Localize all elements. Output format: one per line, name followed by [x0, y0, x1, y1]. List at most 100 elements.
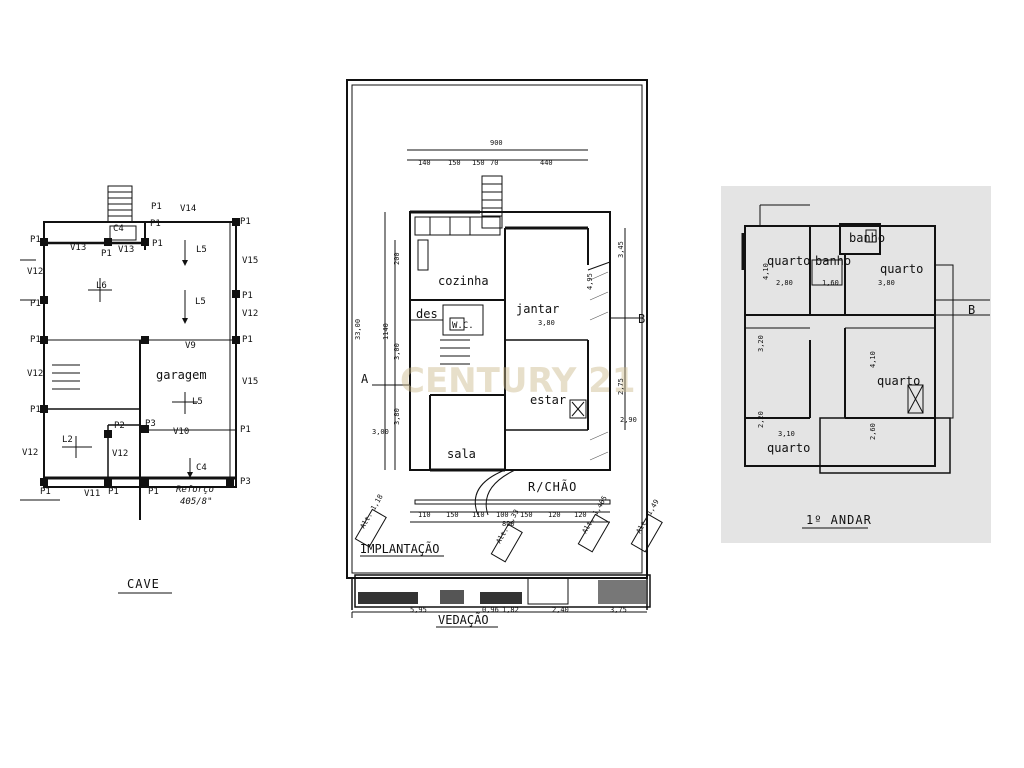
- dim-bottom: 110: [472, 511, 485, 519]
- dim-vedacao: 3,75: [610, 606, 627, 614]
- room-cozinha: cozinha: [438, 274, 489, 288]
- dim-left: 200: [393, 252, 401, 265]
- andar-dim: 1,60: [822, 279, 839, 287]
- section-a-label: A: [361, 372, 369, 386]
- andar-scan-background: [721, 186, 991, 543]
- cave-beam-label: V9: [185, 341, 196, 351]
- cave-beam-label: V12: [27, 369, 43, 379]
- cave-pillar-label: P1: [242, 291, 253, 301]
- cave-pillar-label: P1: [150, 219, 161, 229]
- cave-pillar-label: P1: [40, 487, 51, 497]
- cave-beam-label: V10: [173, 427, 189, 437]
- room-quarto: quarto: [880, 262, 923, 276]
- room-jantar: jantar: [516, 302, 559, 316]
- cave-note: Reforço: [176, 485, 214, 495]
- cave-slab-label: L2: [62, 435, 73, 445]
- andar-dim: 4,10: [762, 263, 770, 280]
- cave-beam-label: V15: [242, 377, 258, 387]
- rchao-plan: [346, 79, 663, 618]
- cave-pillar-label: P1: [108, 487, 119, 497]
- room-banho: banho: [849, 231, 885, 245]
- cave-slab-label: C4: [113, 224, 124, 234]
- dim-bottom: 150: [446, 511, 459, 519]
- dim-bottom: 150: [520, 511, 533, 519]
- dim-vedacao: 0,96: [482, 606, 499, 614]
- dim-right: 4,95: [586, 273, 594, 290]
- dim-top-total: 900: [490, 139, 503, 147]
- andar-dim: 4,10: [869, 351, 877, 368]
- dim-bottom: 100: [496, 511, 509, 519]
- dim-bottom: 120: [574, 511, 587, 519]
- andar-labels: quarto banho banho quarto quarto quarto …: [757, 231, 975, 527]
- andar-plan: [741, 204, 990, 474]
- cave-slab-label: C4: [196, 463, 207, 473]
- cave-pillar-label: P1: [148, 487, 159, 497]
- cave-slab-label: L5: [196, 245, 207, 255]
- dim-top: 70: [490, 159, 498, 167]
- cave-beam-label: V12: [242, 309, 258, 319]
- dim-bottom-total: 800: [502, 520, 515, 528]
- room-banho: banho: [815, 254, 851, 268]
- dim-vedacao: 5,95: [410, 606, 427, 614]
- cave-beam-label: V14: [180, 204, 196, 214]
- room-sala: sala: [447, 447, 476, 461]
- cave-beam-label: V12: [22, 448, 38, 458]
- andar-dim: 2,60: [869, 423, 877, 440]
- level-label: Alt. 1,18: [359, 493, 385, 530]
- cave-beam-label: V12: [27, 267, 43, 277]
- cave-title: CAVE: [127, 577, 160, 591]
- dim-bottom: 110: [418, 511, 431, 519]
- cave-pillar-label: P1: [152, 239, 163, 249]
- dim-right: 3,45: [617, 241, 625, 258]
- dim-bottom: 120: [548, 511, 561, 519]
- dim-top: 150: [472, 159, 485, 167]
- cave-pillar-label: P1: [242, 335, 253, 345]
- cave-pillar-label: P2: [114, 421, 125, 431]
- vedacao-label: VEDAÇÃO: [438, 612, 489, 627]
- cave-pillar-label: P1: [240, 217, 251, 227]
- cave-slab-label: L5: [195, 297, 206, 307]
- dim-top: 150: [448, 159, 461, 167]
- dim-top: 440: [540, 159, 553, 167]
- dim-left: 3,80: [393, 408, 401, 425]
- implantacao-label: IMPLANTAÇÃO: [360, 541, 439, 556]
- cave-pillar-label: P1: [30, 335, 41, 345]
- andar-dim: 3,80: [878, 279, 895, 287]
- room-quarto: quarto: [767, 441, 810, 455]
- cave-slab-label: L5: [192, 397, 203, 407]
- dim-vedacao: 1,82: [502, 606, 519, 614]
- cave-pillar-label: P3: [145, 419, 156, 429]
- andar-title: 1º ANDAR: [806, 513, 872, 527]
- dim-total-depth: 33,00: [354, 319, 362, 340]
- cave-note-value: 405/8": [180, 497, 213, 507]
- room-quarto: quarto: [877, 374, 920, 388]
- room-wc: W.C.: [452, 321, 474, 331]
- dim-right: 2,90: [620, 416, 637, 424]
- cave-pillar-label: P3: [240, 477, 251, 487]
- dim-vedacao: 2,40: [552, 606, 569, 614]
- cave-pillar-label: P1: [30, 299, 41, 309]
- room-des: des: [416, 307, 438, 321]
- dim-left: 3,00: [372, 428, 389, 436]
- cave-beam-label: V13: [70, 243, 86, 253]
- andar-dim: 3,20: [757, 335, 765, 352]
- cave-beam-label: V12: [112, 449, 128, 459]
- watermark: CENTURY 21: [400, 361, 636, 401]
- cave-plan: [20, 185, 240, 520]
- cave-pillar-label: P1: [240, 425, 251, 435]
- andar-dim: 3,10: [778, 430, 795, 438]
- dim-right: 2,75: [617, 378, 625, 395]
- cave-beam-label: V13: [118, 245, 134, 255]
- dim-left: 1140: [382, 323, 390, 340]
- cave-slab-label: L6: [96, 281, 107, 291]
- room-garagem: garagem: [156, 368, 207, 382]
- cave-pillar-label: P1: [101, 249, 112, 259]
- section-b-label: B: [638, 312, 645, 326]
- cave-pillar-label: P1: [30, 235, 41, 245]
- dim-left: 3,00: [393, 343, 401, 360]
- room-estar: estar: [530, 393, 566, 407]
- andar-dim: 2,20: [757, 411, 765, 428]
- dim-top: 140: [418, 159, 431, 167]
- cave-beam-label: V15: [242, 256, 258, 266]
